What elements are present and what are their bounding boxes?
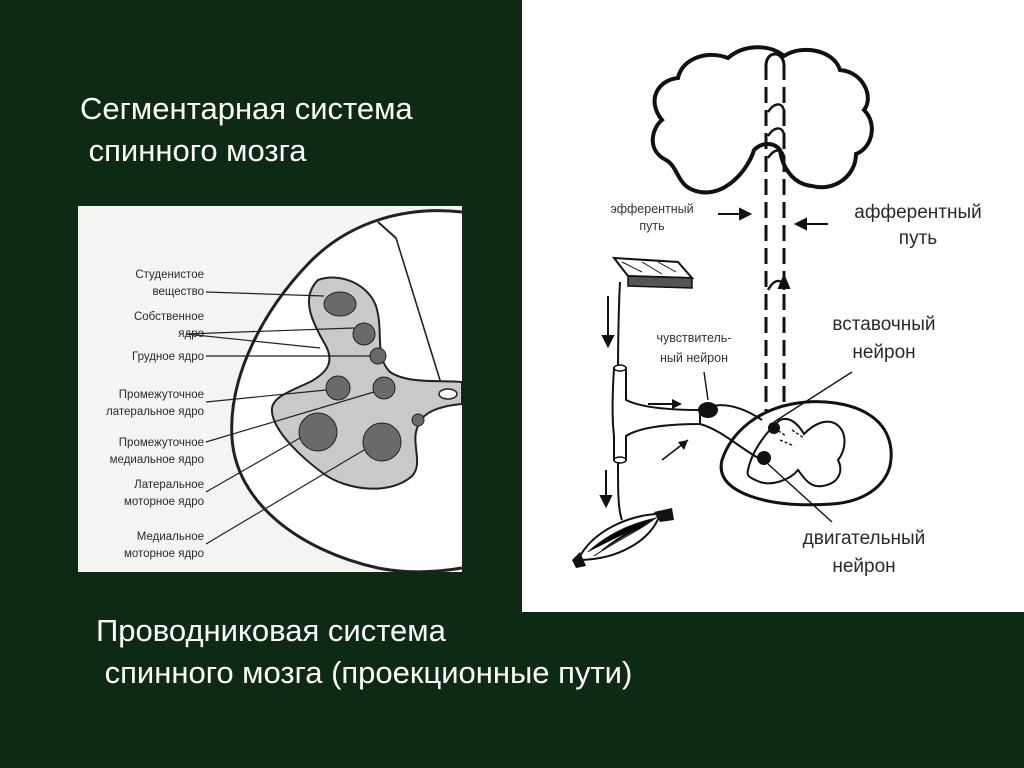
medial-motor-nucleus	[362, 422, 402, 462]
label-interneuron-2: нейрон	[852, 342, 915, 363]
label-intermediolateral-2: латеральное ядро	[106, 406, 204, 418]
label-intermediomedial-1: Промежуточное	[119, 437, 204, 449]
label-motor-neuron-2: нейрон	[832, 556, 895, 577]
slide-title-segmental: Сегментарная система спинного мозга	[80, 91, 413, 168]
label-sensory-neuron-1: чувствитель-	[657, 331, 732, 345]
reflex-arc-diagram: эфферентный путь афферентный путь чувств…	[572, 45, 982, 577]
brain-outline	[650, 45, 874, 195]
lateral-motor-nucleus	[298, 412, 338, 452]
spinal-cord-cross-section-diagram: Студенистое вещество Собственное ядро Гр…	[106, 209, 462, 572]
label-proper-nucleus-2: ядро	[178, 328, 204, 340]
intermediolateral-nucleus	[325, 375, 351, 401]
skin-receptor	[611, 256, 695, 280]
thoracic-nucleus	[369, 347, 387, 365]
label-proper-nucleus-1: Собственное	[134, 311, 204, 323]
reflex-arc-panel: эфферентный путь афферентный путь чувств…	[522, 0, 1024, 612]
label-medial-motor-2: моторное ядро	[124, 548, 204, 560]
tract-arrow-up	[777, 273, 791, 289]
label-afferent-1: афферентный	[854, 202, 982, 223]
label-substantia-gelatinosa-2: вещество	[153, 286, 205, 298]
label-lateral-motor-1: Латеральное	[134, 479, 204, 491]
label-efferent-2: путь	[639, 219, 664, 233]
muscle	[572, 508, 674, 568]
label-thoracic-nucleus: Грудное ядро	[132, 351, 204, 363]
dorsal-septum	[395, 237, 449, 407]
label-medial-motor-1: Медиальное	[137, 531, 204, 543]
slide-title-conductive: Проводниковая система спинного мозга (пр…	[96, 613, 633, 690]
motor-neuron-body	[757, 451, 771, 465]
proper-nucleus	[352, 322, 376, 346]
label-intermediolateral-1: Промежуточное	[119, 389, 204, 401]
substantia-gelatinosa-nucleus	[323, 291, 357, 317]
dorsal-root-line	[377, 221, 397, 239]
intermediomedial-nucleus	[372, 376, 396, 400]
label-substantia-gelatinosa-1: Студенистое	[135, 269, 204, 281]
label-sensory-neuron-2: ный нейрон	[660, 351, 728, 365]
central-canal	[438, 388, 458, 400]
label-efferent-1: эфферентный	[610, 202, 693, 216]
spinal-cord-cross-section-panel: Студенистое вещество Собственное ядро Гр…	[78, 206, 462, 572]
label-interneuron-1: вставочный	[832, 314, 935, 335]
label-afferent-2: путь	[899, 228, 937, 249]
label-lateral-motor-2: моторное ядро	[124, 496, 204, 508]
label-motor-neuron-1: двигательный	[803, 528, 926, 549]
accessory-nucleus	[411, 413, 425, 427]
spinal-nerve-trunk	[611, 367, 701, 461]
label-intermediomedial-2: медиальное ядро	[110, 454, 204, 466]
